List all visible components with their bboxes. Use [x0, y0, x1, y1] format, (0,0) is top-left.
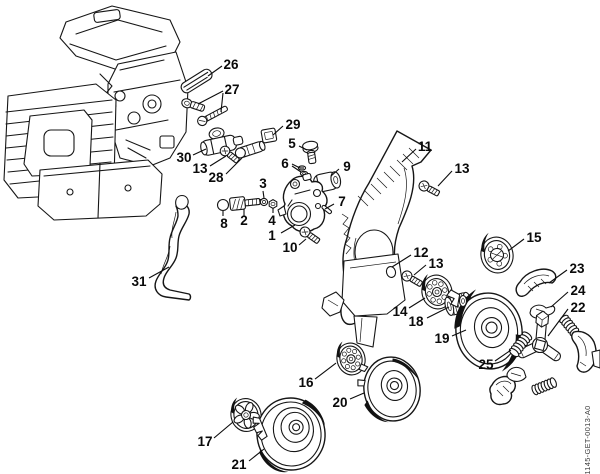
part-22-clutch-carrier: [517, 310, 562, 362]
callout-17: 17: [197, 434, 212, 449]
callout-labels: 1 2 3 4 5 6 7 8 9 10 11 12 13 13 13 14 1…: [131, 57, 586, 472]
part-20-clutch-drum: [357, 356, 421, 423]
callout-25: 25: [478, 357, 494, 372]
clutch-shoe-parts: [489, 330, 600, 406]
washer-small: [458, 294, 468, 308]
part-7-pin: [321, 204, 333, 215]
part-12-plate: [321, 253, 406, 348]
leader-lines: [148, 65, 569, 462]
part-4-nut: [268, 199, 278, 209]
callout-18: 18: [408, 314, 424, 329]
callout-6: 6: [281, 156, 289, 171]
callout-3: 3: [259, 176, 267, 191]
callout-26: 26: [223, 57, 239, 72]
callout-21: 21: [231, 457, 247, 472]
callout-16: 16: [298, 375, 314, 390]
part-2-bolt: [229, 196, 265, 211]
callout-13c: 13: [428, 256, 444, 271]
callout-30: 30: [176, 150, 191, 165]
callout-11: 11: [418, 139, 433, 154]
part-13-screw-c: [401, 270, 423, 287]
part-16-sprocket-wheel: [336, 341, 366, 376]
part-28-plunger: [234, 140, 266, 159]
callout-2: 2: [240, 213, 248, 228]
callout-7: 7: [338, 194, 346, 209]
drawing-code: 1145-GET-0013-A0: [583, 405, 592, 474]
part-15-rim-sprocket: [480, 232, 514, 274]
part-13-screw-b: [418, 180, 440, 197]
callout-27: 27: [224, 82, 239, 97]
part-25-springs: [508, 314, 580, 396]
callout-12: 12: [413, 245, 428, 260]
part-26-cover-strip: [180, 68, 213, 94]
part-8-plug: [216, 198, 230, 212]
callout-10: 10: [282, 240, 297, 255]
callout-5: 5: [288, 136, 296, 151]
callout-24: 24: [570, 283, 586, 298]
part-3-washer: [259, 197, 269, 207]
callout-1: 1: [268, 228, 276, 243]
callout-23: 23: [569, 261, 585, 276]
callout-28: 28: [208, 170, 224, 185]
callout-29: 29: [285, 117, 300, 132]
part-13-screw-a: [219, 145, 240, 164]
part-21-clutch-drum: [252, 397, 326, 473]
callout-19: 19: [434, 331, 449, 346]
callout-13a: 13: [192, 161, 208, 176]
callout-31: 31: [131, 274, 147, 289]
engine-assembly: [3, 5, 189, 221]
callout-4: 4: [268, 213, 276, 228]
callout-22: 22: [570, 300, 585, 315]
part-23-clutch-shoe: [515, 268, 557, 297]
part-5-screw: [302, 140, 319, 165]
part-10-screw: [299, 226, 321, 244]
callout-9: 9: [343, 159, 351, 174]
part-31-lever: [154, 194, 192, 301]
part-29-clip: [260, 127, 278, 144]
callout-14: 14: [392, 304, 408, 319]
callout-15: 15: [526, 230, 542, 245]
callout-13b: 13: [454, 161, 470, 176]
callout-8: 8: [220, 216, 228, 231]
part-1-pump-body: [277, 172, 328, 233]
callout-20: 20: [332, 395, 347, 410]
